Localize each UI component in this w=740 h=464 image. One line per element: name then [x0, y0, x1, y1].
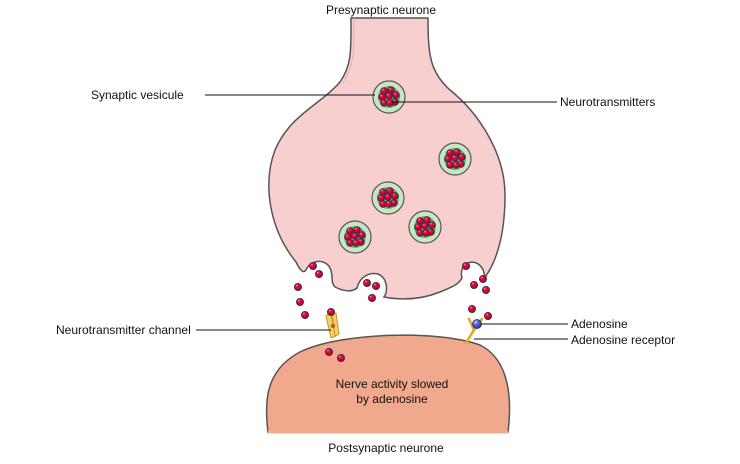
neurotransmitter-molecule [326, 307, 335, 316]
neurotransmitter-molecule [422, 229, 430, 237]
neurotransmitter-molecule [451, 154, 459, 162]
neurotransmitter-molecule [352, 239, 360, 247]
neurotransmitter-molecule [481, 285, 490, 294]
free-neurotransmitters [293, 261, 492, 362]
label-neurotransmitters: Neurotransmitters [560, 95, 655, 109]
neurotransmitter-molecule [452, 161, 460, 169]
neurotransmitter-molecule [300, 310, 309, 319]
neurotransmitter-molecule [362, 278, 371, 287]
neurotransmitter-molecule [308, 261, 317, 270]
neurotransmitter-molecule [351, 232, 359, 240]
neurotransmitter-molecule [469, 280, 478, 289]
label-synaptic-vesicule: Synaptic vesicule [91, 88, 184, 102]
neurotransmitter-molecule [367, 293, 376, 302]
neurotransmitter-molecule [324, 347, 333, 356]
presynaptic-neurone [268, 17, 506, 300]
neurotransmitter-clusters [344, 86, 466, 247]
neurotransmitter-molecule [385, 200, 393, 208]
label-postsynaptic-neurone: Postsynaptic neurone [328, 441, 444, 455]
neurotransmitter-molecule [293, 282, 302, 291]
postsynaptic-neurone [265, 334, 511, 433]
label-neurotransmitter-channel: Neurotransmitter channel [56, 323, 191, 337]
neurotransmitter-molecule [384, 193, 392, 201]
neurotransmitter-molecule [392, 91, 400, 99]
label-presynaptic-neurone: Presynaptic neurone [326, 3, 436, 17]
neurotransmitter-molecule [467, 304, 476, 313]
neurotransmitter-molecule [358, 231, 366, 239]
adenosine-molecule [472, 319, 482, 329]
neurotransmitter-molecule [478, 274, 487, 283]
neurotransmitter-molecule [385, 92, 393, 100]
neurotransmitter-molecule [295, 297, 304, 306]
neurotransmitter-molecule [428, 221, 436, 229]
label-adenosine-receptor: Adenosine receptor [571, 333, 675, 347]
neurotransmitter-molecule [458, 153, 466, 161]
neurotransmitter-molecule [386, 99, 394, 107]
neurotransmitter-molecule [461, 261, 470, 270]
neurotransmitter-molecule [371, 281, 380, 290]
neurotransmitter-molecule [391, 192, 399, 200]
neurotransmitter-molecule [483, 311, 492, 320]
label-nerve-activity-line1: Nerve activity slowed [336, 377, 449, 391]
neurotransmitter-molecule [421, 222, 429, 230]
neurotransmitter-molecule [314, 269, 323, 278]
label-adenosine: Adenosine [571, 317, 628, 331]
neurotransmitter-channel [325, 311, 340, 339]
label-nerve-activity-line2: by adenosine [356, 392, 428, 406]
neurotransmitter-molecule [336, 353, 345, 362]
